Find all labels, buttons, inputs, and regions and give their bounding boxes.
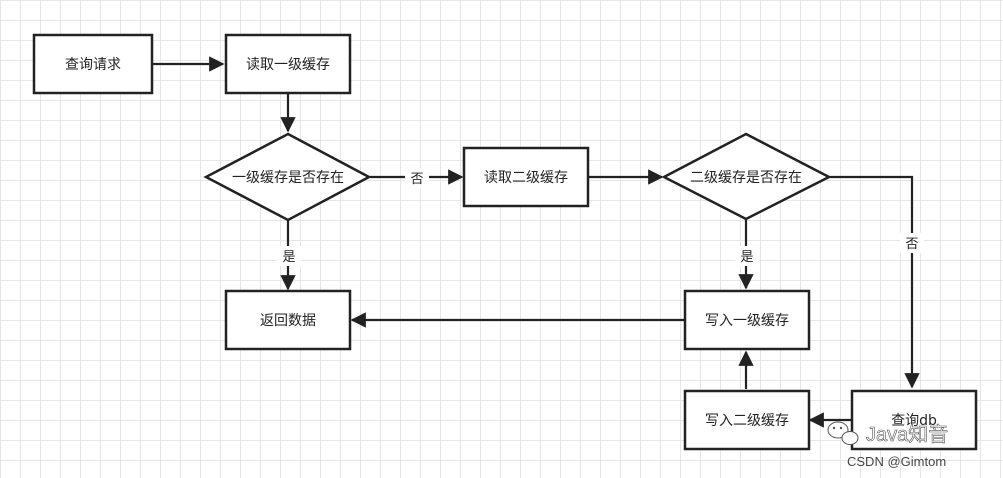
- node-label-write-l2: 写入二级缓存: [705, 413, 789, 429]
- edges: [152, 56, 920, 428]
- edge-label-l2-yes: 是: [740, 250, 753, 265]
- edge-label-l1-yes: 是: [282, 250, 295, 265]
- node-read-l2: 读取二级缓存: [462, 146, 590, 208]
- decision-l2-exists: 二级缓存是否存在: [661, 132, 832, 221]
- node-label-read-l1: 读取一级缓存: [246, 56, 330, 73]
- node-return-data: 返回数据: [224, 289, 352, 351]
- node-label-write-l1: 写入一级缓存: [705, 313, 789, 329]
- decision-label-l2-exists: 二级缓存是否存在: [690, 170, 802, 186]
- node-label-query-request: 查询请求: [65, 57, 121, 73]
- decision-label-l1-exists: 一级缓存是否存在: [232, 170, 344, 186]
- watermark: Java知音 CSDN @Gimtom: [827, 421, 949, 469]
- wechat-icon: [827, 421, 859, 445]
- node-label-query-db: 查询db: [891, 413, 937, 429]
- node-query-request: 查询请求: [32, 33, 154, 95]
- node-read-l1: 读取一级缓存: [224, 33, 352, 95]
- node-query-db: 查询db: [850, 389, 978, 451]
- watermark-brand: Java知音: [866, 423, 948, 446]
- edge-l2-exists-no: [830, 175, 920, 389]
- node-label-return-data: 返回数据: [260, 313, 316, 329]
- decision-l1-exists: 一级缓存是否存在: [203, 132, 372, 222]
- edge-labels: 否 是 是 否: [277, 168, 924, 266]
- edge-label-l2-no: 否: [905, 237, 918, 252]
- edge-label-l1-no: 否: [410, 172, 423, 187]
- watermark-csdn: CSDN @Gimtom: [847, 454, 946, 469]
- node-label-read-l2: 读取二级缓存: [484, 169, 568, 186]
- node-write-l1: 写入一级缓存: [683, 289, 811, 351]
- node-write-l2: 写入二级缓存: [683, 389, 811, 451]
